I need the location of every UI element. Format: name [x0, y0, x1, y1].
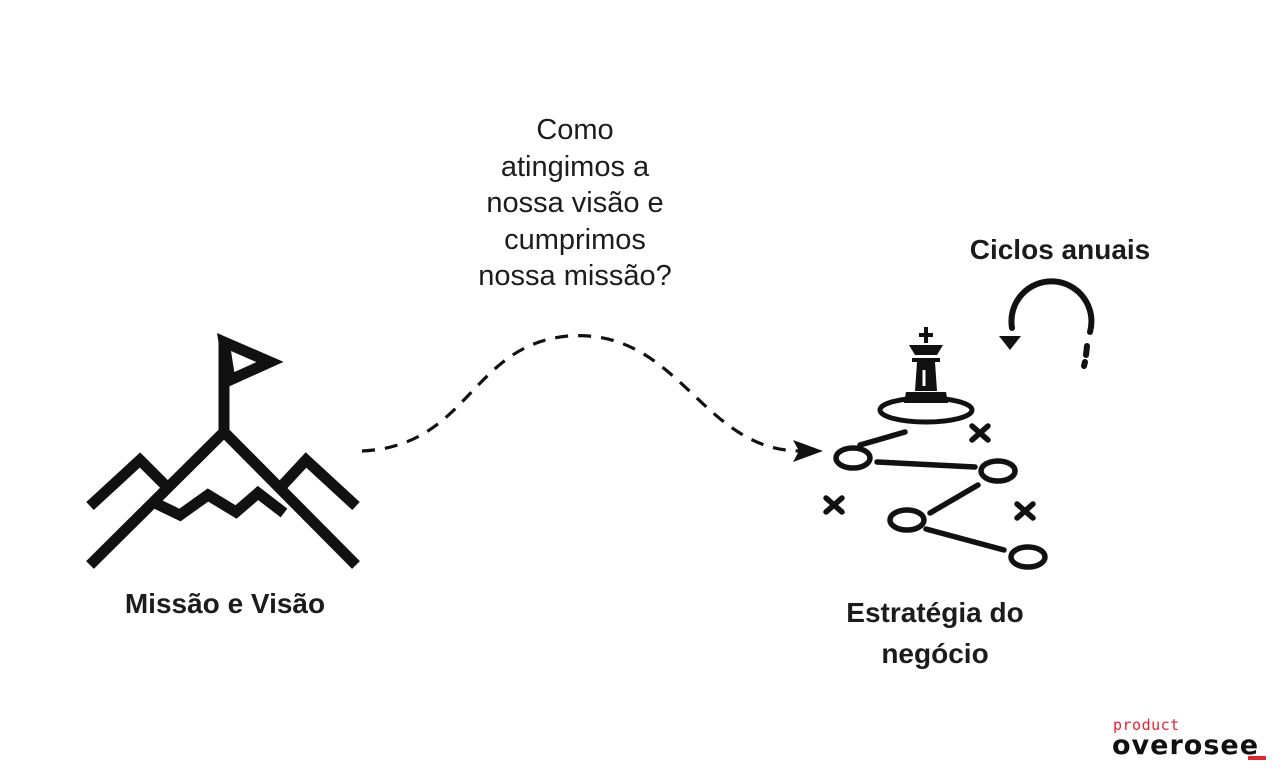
chess-king-icon [877, 327, 975, 425]
brand-logo-top: product [1113, 716, 1180, 734]
question-text: Como atingimos a nossa visão e cumprimos… [478, 114, 672, 292]
mountain-flag-icon [86, 332, 360, 569]
business-strategy-label: Estratégia do negócio [846, 597, 1024, 669]
annual-cycles-label: Ciclos anuais [969, 234, 1151, 265]
brand-logo: product overosee [1112, 716, 1272, 766]
mission-vision-label: Missão e Visão [124, 588, 326, 619]
cycle-arrow-icon [999, 278, 1095, 369]
dashed-path-arrow [361, 334, 823, 462]
brand-cursor-mark [1248, 756, 1266, 760]
brand-logo-bottom: overosee [1112, 730, 1260, 761]
strategy-plan-icon [823, 423, 1048, 570]
